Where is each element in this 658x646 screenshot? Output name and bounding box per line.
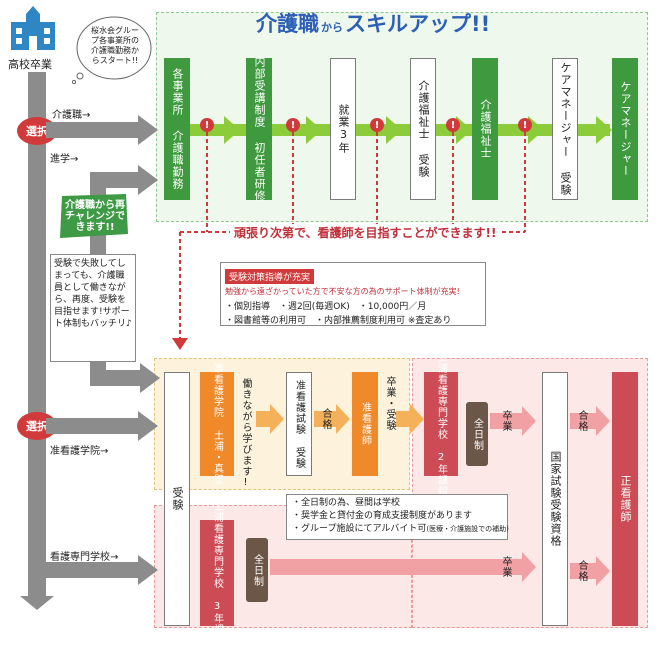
excl-marker-2: !	[286, 118, 300, 132]
excl-marker-4: !	[446, 118, 460, 132]
support-lead: 勉強から遠ざかっていた方で不安な方の為のサポート体制が充実!	[225, 287, 460, 296]
fulltime-info-item-1: ・全日制の為、昼間は学校	[292, 498, 401, 508]
care-arrowhead-6	[596, 116, 612, 144]
care-step-2: 内部受講制度 初任者研修	[246, 56, 272, 202]
nursing-school-route-arrow	[46, 562, 140, 578]
route-care-label: 介護職→	[52, 110, 91, 121]
assistant-route-arrow	[46, 418, 140, 434]
pink-arrow-pass-1	[570, 406, 610, 436]
main-trunk	[28, 72, 46, 600]
pass-label-2: 合格	[576, 410, 587, 432]
care-route-arrow	[46, 122, 140, 138]
fulltime-info-item-3: ・グループ施設にてアルバイト可	[292, 524, 427, 534]
fulltime-info-small-note: (医療・介護施設での補助)	[426, 525, 509, 533]
title-care-work: 介護職	[256, 12, 319, 36]
nursing-school-2yr-box: 土浦看護専門学校 2年課程	[424, 352, 458, 497]
care-step-3: 就業3年	[330, 58, 356, 200]
support-callout: 受験対策指導が充実 勉強から遠ざかっていた方で不安な方の為のサポート体制が充実!…	[220, 262, 486, 326]
title-from: から	[321, 21, 343, 34]
care-step-7: ケアマネージャー	[612, 58, 638, 200]
route-progress-label: 進学→	[50, 154, 79, 165]
full-time-badge-2yr: 全日制	[466, 402, 488, 466]
graduate-label-1: 卒業	[500, 410, 511, 432]
entrance-exam-box: 受験	[164, 372, 190, 626]
trunk-arrowhead	[20, 596, 54, 610]
rechallenge-note: 受験で失敗してしまっても、介護職員として働きながら、再度、受験を目指せます!サポ…	[50, 254, 136, 362]
title-skill-up: スキルアップ!!	[345, 12, 491, 36]
rechallenge-badge: 介護職から再チャレンジできます!!	[56, 194, 130, 240]
rechallenge-horizontal	[90, 370, 142, 386]
graduate-label-2: 卒業	[500, 556, 511, 578]
start-bubble: 桜水会グループ各事業所の介護職勤務からスタート!!	[72, 14, 152, 84]
care-step-4: 介護福祉士 受験	[410, 58, 436, 200]
route-nursing-school-label: 看護専門学校→	[50, 552, 119, 563]
fulltime-info-row-3: ・グループ施設にてアルバイト可(医療・介護施設での補助)	[292, 523, 509, 536]
support-heading: 受験対策指導が充実	[225, 269, 315, 284]
pass-label-1: 合格	[320, 408, 331, 430]
care-arrowhead-5	[528, 116, 544, 144]
page-title: 介護職 から スキルアップ!!	[256, 8, 490, 38]
support-item-1: ・個別指導 ・週2回(毎週OK) ・10,000円／月	[225, 302, 427, 312]
progress-route-arrowhead	[138, 165, 158, 195]
pink-arrow-graduate-2	[270, 552, 536, 582]
working-study-label: 働きながら学びます!	[240, 378, 251, 489]
support-item-2: ・図書館等の利用可 ・内部推薦制度利用可 ※査定あり	[225, 316, 452, 326]
registered-nurse-box: 正看護師	[612, 372, 638, 626]
orange-arrow-2	[314, 404, 350, 434]
fulltime-info-callout: ・全日制の為、昼間は学校 ・奨学金と貸付金の育成支援制度があります ・グループ施…	[286, 494, 509, 540]
excl-marker-5: !	[518, 118, 532, 132]
national-exam-box: 国家試験受験資格	[542, 372, 568, 626]
assistant-exam-box: 准看護試験 受験	[286, 372, 312, 476]
school-building-icon	[8, 6, 58, 52]
start-bubble-text: 桜水会グループ各事業所の介護職勤務からスタート!!	[91, 26, 139, 65]
pink-arrow-graduate-1	[490, 406, 536, 436]
excl-marker-1: !	[200, 118, 214, 132]
full-time-badge-3yr: 全日制	[246, 538, 268, 602]
nursing-school-route-arrowhead	[138, 555, 158, 585]
pass-label-3: 合格	[576, 560, 587, 582]
care-arrowhead-1	[224, 116, 240, 144]
fulltime-info-item-2: ・奨学金と貸付金の育成支援制度があります	[292, 511, 473, 521]
rechallenge-arrowhead	[140, 363, 160, 393]
pink-arrow-pass-2	[570, 556, 610, 586]
nursing-school-3yr-box: 土浦看護専門学校 3年課程	[200, 501, 234, 646]
assistant-route-arrowhead	[138, 411, 158, 441]
care-arrowhead-4	[456, 116, 472, 144]
nurse-opportunity-banner: 頑張り次第で、看護師を目指すことができます!!	[230, 224, 501, 241]
care-route-arrowhead	[138, 115, 158, 145]
care-step-6: ケアマネージャー 受験	[552, 58, 578, 200]
care-step-5: 介護福祉士	[472, 58, 498, 200]
care-arrowhead-2	[306, 116, 322, 144]
assistant-nurse-box: 准看護師	[352, 372, 378, 476]
route-assistant-nurse-label: 准看護学院→	[50, 446, 109, 457]
rechallenge-badge-text: 介護職から再チャレンジできます!!	[65, 200, 125, 233]
assistant-nursing-school-box: 准看護学院 土浦・真壁	[200, 363, 234, 485]
orange-arrow-1	[256, 404, 284, 434]
graduate-exam-label: 卒業・受験	[384, 376, 395, 431]
care-step-1: 各事業所 介護職勤務	[164, 58, 190, 200]
excl-marker-3: !	[370, 118, 384, 132]
origin-label: 高校卒業	[8, 58, 52, 71]
care-arrowhead-3	[386, 116, 402, 144]
orange-arrow-3	[396, 404, 424, 434]
